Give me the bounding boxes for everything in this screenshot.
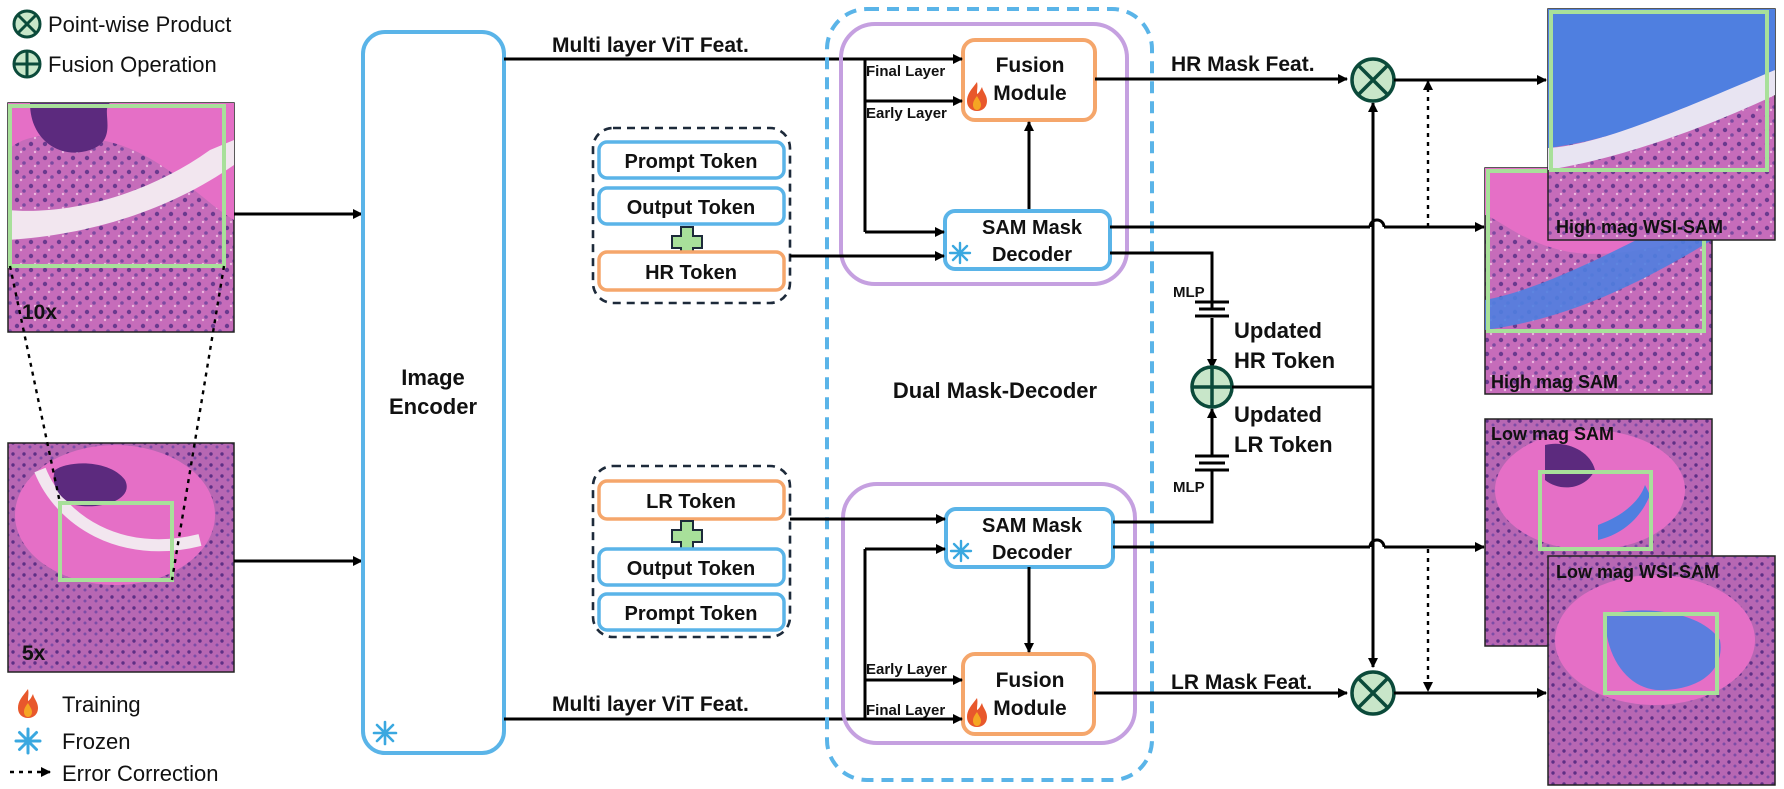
hr-mlp-label: MLP — [1173, 284, 1205, 301]
updated-lr-label-1: Updated — [1234, 402, 1322, 427]
hr-token-label: HR Token — [645, 262, 737, 284]
hr-early-layer-label: Early Layer — [866, 105, 947, 122]
lr-sam-line-hop — [1368, 538, 1386, 548]
lr-pointwise-product-node — [1350, 670, 1396, 716]
pointwise-product-icon — [12, 9, 42, 39]
lr-sam-label-1: SAM Mask — [982, 515, 1083, 537]
hr-final-layer-label: Final Layer — [866, 63, 945, 80]
lr-fusion-label-2: Module — [993, 697, 1067, 720]
lr-decoder: SAM Mask Decoder Fusion Module Early Lay… — [790, 482, 1137, 745]
image-encoder: Image Encoder — [361, 30, 506, 755]
fusion-operation-icon — [12, 49, 42, 79]
output-low-mag-wsi-sam: Low mag WSI-SAM — [1547, 555, 1776, 786]
lr-final-layer-label: Final Layer — [866, 702, 945, 719]
high-mag-sam-label: High mag SAM — [1491, 372, 1618, 392]
lr-output-token-label: Output Token — [627, 558, 756, 580]
hr-token-group: Prompt Token Output Token HR Token — [591, 126, 792, 305]
hr-mask-feat-label: HR Mask Feat. — [1171, 53, 1315, 76]
legend: Point-wise Product Fusion Operation Trai… — [10, 9, 231, 786]
lr-prompt-token-label: Prompt Token — [625, 603, 758, 625]
output-high-mag-wsi-sam: High mag WSI-SAM — [1547, 8, 1776, 241]
hr-sam-frozen-icon — [948, 241, 972, 265]
vit-feat-top-label: Multi layer ViT Feat. — [552, 34, 749, 57]
vit-feat-bottom-label: Multi layer ViT Feat. — [552, 693, 749, 716]
plus-icon — [671, 520, 703, 552]
hr-fusion-flame-icon — [967, 82, 987, 111]
legend-pointwise-label: Point-wise Product — [48, 12, 231, 37]
mag-5x-label: 5x — [22, 642, 46, 665]
lr-fusion-flame-icon — [967, 698, 987, 727]
hr-sam-label-2: Decoder — [992, 244, 1072, 266]
flame-icon — [18, 689, 38, 718]
fusion-operation-node — [1190, 365, 1234, 409]
input-image-10x: 10x — [7, 102, 235, 333]
hr-output-token-label: Output Token — [627, 197, 756, 219]
lr-sam-to-mlp — [1113, 470, 1214, 524]
updated-hr-label-2: HR Token — [1234, 348, 1335, 373]
dual-mask-decoder-frame — [825, 7, 1154, 782]
hr-fusion-label-2: Module — [993, 82, 1067, 105]
encoder-frozen-icon — [372, 720, 398, 746]
zoom-line-left — [8, 265, 62, 504]
low-mag-sam-label: Low mag SAM — [1491, 424, 1614, 444]
hr-prompt-token-label: Prompt Token — [625, 151, 758, 173]
lr-sam-label-2: Decoder — [992, 542, 1072, 564]
input-image-5x: 5x — [7, 442, 235, 673]
updated-hr-label-1: Updated — [1234, 318, 1322, 343]
lr-mlp-label: MLP — [1173, 479, 1205, 496]
lr-mask-feat-label: LR Mask Feat. — [1171, 671, 1312, 694]
hr-sam-line-hop — [1368, 218, 1386, 228]
updated-lr-label-2: LR Token — [1234, 432, 1333, 457]
lr-early-layer-label: Early Layer — [866, 661, 947, 678]
lr-token-group: LR Token Output Token Prompt Token — [591, 464, 792, 639]
legend-training-label: Training — [62, 692, 141, 717]
legend-frozen-label: Frozen — [62, 729, 130, 754]
legend-error-label: Error Correction — [62, 761, 218, 786]
mag-10x-label: 10x — [22, 301, 57, 324]
lr-token-label: LR Token — [646, 491, 736, 513]
snowflake-icon — [14, 727, 42, 755]
lr-fusion-label-1: Fusion — [996, 669, 1065, 692]
hr-fusion-label-1: Fusion — [996, 54, 1065, 77]
lr-sam-frozen-icon — [949, 539, 973, 563]
lr-mlp-icon — [1195, 454, 1229, 472]
high-mag-wsi-sam-label: High mag WSI-SAM — [1556, 217, 1723, 237]
hr-sam-to-mlp — [1110, 251, 1214, 310]
dual-mask-decoder-label: Dual Mask-Decoder — [893, 378, 1098, 403]
hr-sam-label-1: SAM Mask — [982, 217, 1083, 239]
hr-mlp-icon — [1195, 300, 1229, 318]
hr-pointwise-product-node — [1350, 57, 1396, 103]
hr-decoder: Fusion Module SAM Mask Decoder Final Lay… — [790, 22, 1129, 286]
low-mag-wsi-sam-label: Low mag WSI-SAM — [1556, 562, 1719, 582]
legend-fusion-label: Fusion Operation — [48, 52, 217, 77]
encoder-label-2: Encoder — [389, 394, 477, 419]
encoder-label-1: Image — [401, 365, 465, 390]
